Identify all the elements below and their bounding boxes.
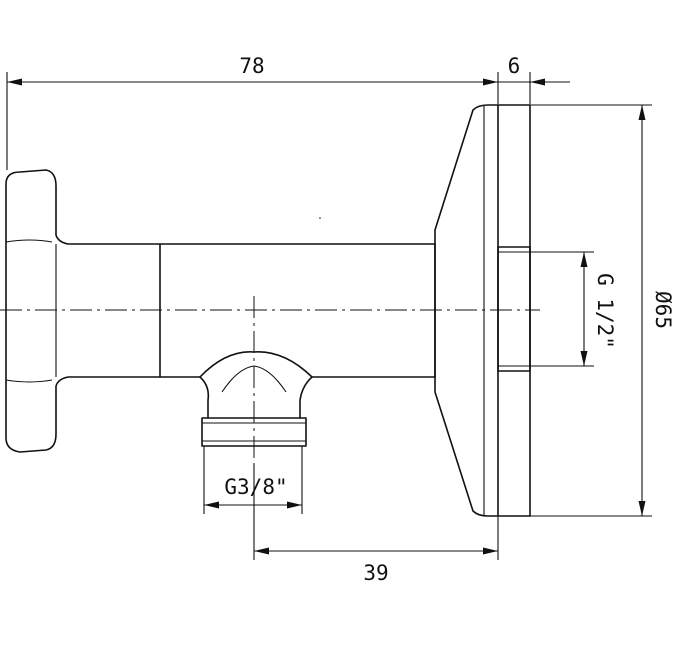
- dimension-inlet-thread: G 1/2": [530, 251, 617, 367]
- dimension-6-label: 6: [508, 54, 521, 78]
- dimension-diameter-65-label: Ø65: [651, 291, 675, 329]
- dimension-6: 6: [498, 54, 570, 104]
- center-lines: [0, 296, 540, 464]
- stray-dot: [319, 217, 321, 219]
- dimension-inlet-thread-label: G 1/2": [593, 273, 617, 349]
- dimension-39: 39: [253, 464, 499, 585]
- dimension-78-label: 78: [239, 54, 264, 78]
- dimension-diameter-65: Ø65: [530, 104, 675, 517]
- outlet-connection: [199, 351, 313, 447]
- dimension-39-label: 39: [363, 561, 388, 585]
- dimension-78: 78: [6, 54, 499, 170]
- dimension-outlet-thread-label: G3/8": [224, 475, 287, 499]
- inlet-thread: [497, 246, 531, 372]
- valve-handle: [5, 169, 161, 453]
- dimension-outlet-thread: G3/8": [203, 446, 303, 514]
